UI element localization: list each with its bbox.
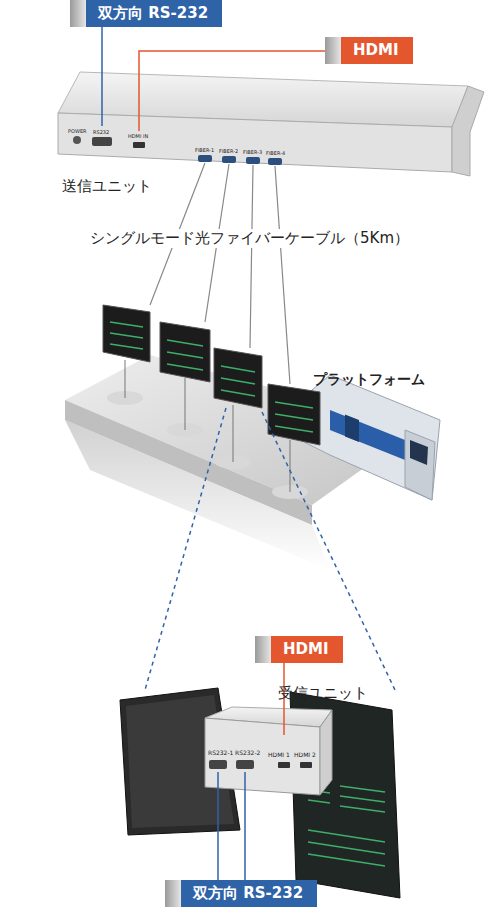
port-label: POWER xyxy=(68,128,87,134)
caption-label: 受信ユニット xyxy=(278,684,368,703)
label-box: HDMI xyxy=(325,37,413,64)
caption-label: 送信ユニット xyxy=(62,177,152,196)
label-text: HDMI xyxy=(283,640,329,658)
port-label: HDMI 2 xyxy=(294,751,316,758)
port-label: FIBER-2 xyxy=(219,148,238,154)
label-text: 双方向 RS-232 xyxy=(98,4,208,22)
port-label: RS232-2 xyxy=(235,749,260,756)
leader-lines xyxy=(102,27,325,880)
port-label: HDMI 1 xyxy=(268,751,290,758)
port-label: FIBER-1 xyxy=(195,147,214,153)
label-box: 双方向 RS-232 xyxy=(165,880,317,907)
port-label: HDMI IN xyxy=(128,133,148,139)
receiver-detail xyxy=(120,688,400,898)
port-label: RS232 xyxy=(93,129,109,135)
label-text: 双方向 RS-232 xyxy=(193,884,303,902)
port-label: FIBER-3 xyxy=(243,149,262,155)
label-box: 双方向 RS-232 xyxy=(70,0,222,27)
caption-label: シングルモード光ファイバーケーブル（5Km） xyxy=(88,229,411,248)
label-text: HDMI xyxy=(353,41,399,59)
transmitter-unit xyxy=(58,72,484,176)
port-label: RS232-1 xyxy=(208,749,233,756)
label-box: HDMI xyxy=(255,636,343,663)
train xyxy=(300,375,440,500)
caption-label: プラットフォーム xyxy=(313,371,425,389)
port-label: FIBER-4 xyxy=(266,150,285,156)
zoom-lines xyxy=(145,408,395,690)
